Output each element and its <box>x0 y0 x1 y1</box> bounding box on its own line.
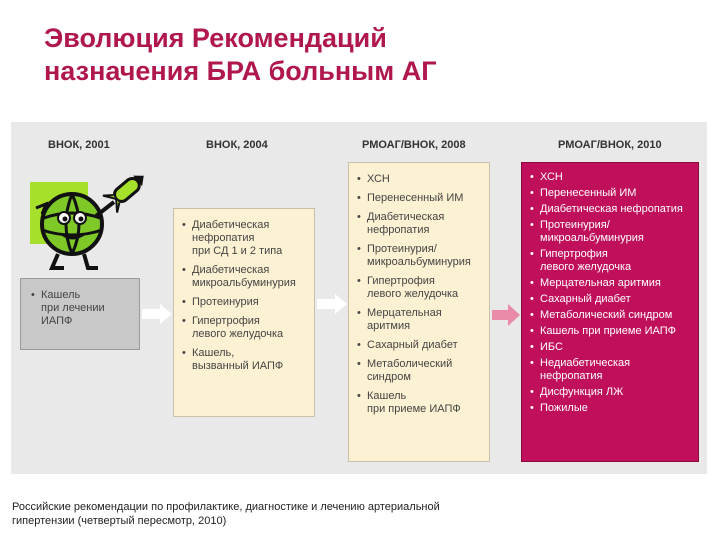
indication-item: ИБС <box>528 341 692 354</box>
recommendations-2008-box: ХСН Перенесенный ИМ Диабетическаянефропа… <box>348 162 490 462</box>
slide-title: Эволюция Рекомендаций назначения БРА бол… <box>44 22 644 88</box>
footnote-line-1: Российские рекомендации по профилактике,… <box>12 501 440 513</box>
arrow-right-icon <box>317 294 347 314</box>
arrow-right-icon <box>142 304 172 324</box>
indication-item: Диабетическая нефропатия <box>528 203 692 216</box>
column-header-2001: ВНОК, 2001 <box>48 139 110 151</box>
indication-item: Мерцательная аритмия <box>528 277 692 290</box>
recommendations-2001-box: Кашель при лечении ИАПФ <box>20 278 140 350</box>
indication-item: ХСН <box>355 173 483 186</box>
indication-item: Сахарный диабет <box>528 293 692 306</box>
indication-item: Кашель,вызванный ИАПФ <box>180 347 308 373</box>
arrow-right-icon <box>492 304 520 326</box>
title-line-2: назначения БРА больным АГ <box>44 56 437 86</box>
indication-item: Кашель при лечении ИАПФ <box>29 289 133 328</box>
footnote-line-2: гипертензии (четвертый пересмотр, 2010) <box>12 515 227 527</box>
column-header-2008: РМОАГ/ВНОК, 2008 <box>362 139 466 151</box>
indication-item: Протеинурия/микроальбуминурия <box>355 243 483 269</box>
column-header-2004: ВНОК, 2004 <box>206 139 268 151</box>
indication-item: Перенесенный ИМ <box>528 187 692 200</box>
recommendations-2010-box: ХСН Перенесенный ИМ Диабетическая нефроп… <box>521 162 699 462</box>
indication-item: Пожилые <box>528 402 692 415</box>
indication-item: ХСН <box>528 171 692 184</box>
title-line-1: Эволюция Рекомендаций <box>44 23 387 53</box>
column-header-2010: РМОАГ/ВНОК, 2010 <box>558 139 662 151</box>
indication-item: Дисфункция ЛЖ <box>528 386 692 399</box>
indication-item: Протеинурия <box>180 296 308 309</box>
source-footnote: Российские рекомендации по профилактике,… <box>12 500 532 528</box>
globe-rocket-mascot-icon <box>30 175 144 270</box>
indication-item: Сахарный диабет <box>355 339 483 352</box>
indication-item: Кашель при приеме ИАПФ <box>528 325 692 338</box>
indication-item: Метаболический синдром <box>528 309 692 322</box>
indication-item: Протеинурия/микроальбуминурия <box>528 219 692 245</box>
indication-item: Перенесенный ИМ <box>355 192 483 205</box>
